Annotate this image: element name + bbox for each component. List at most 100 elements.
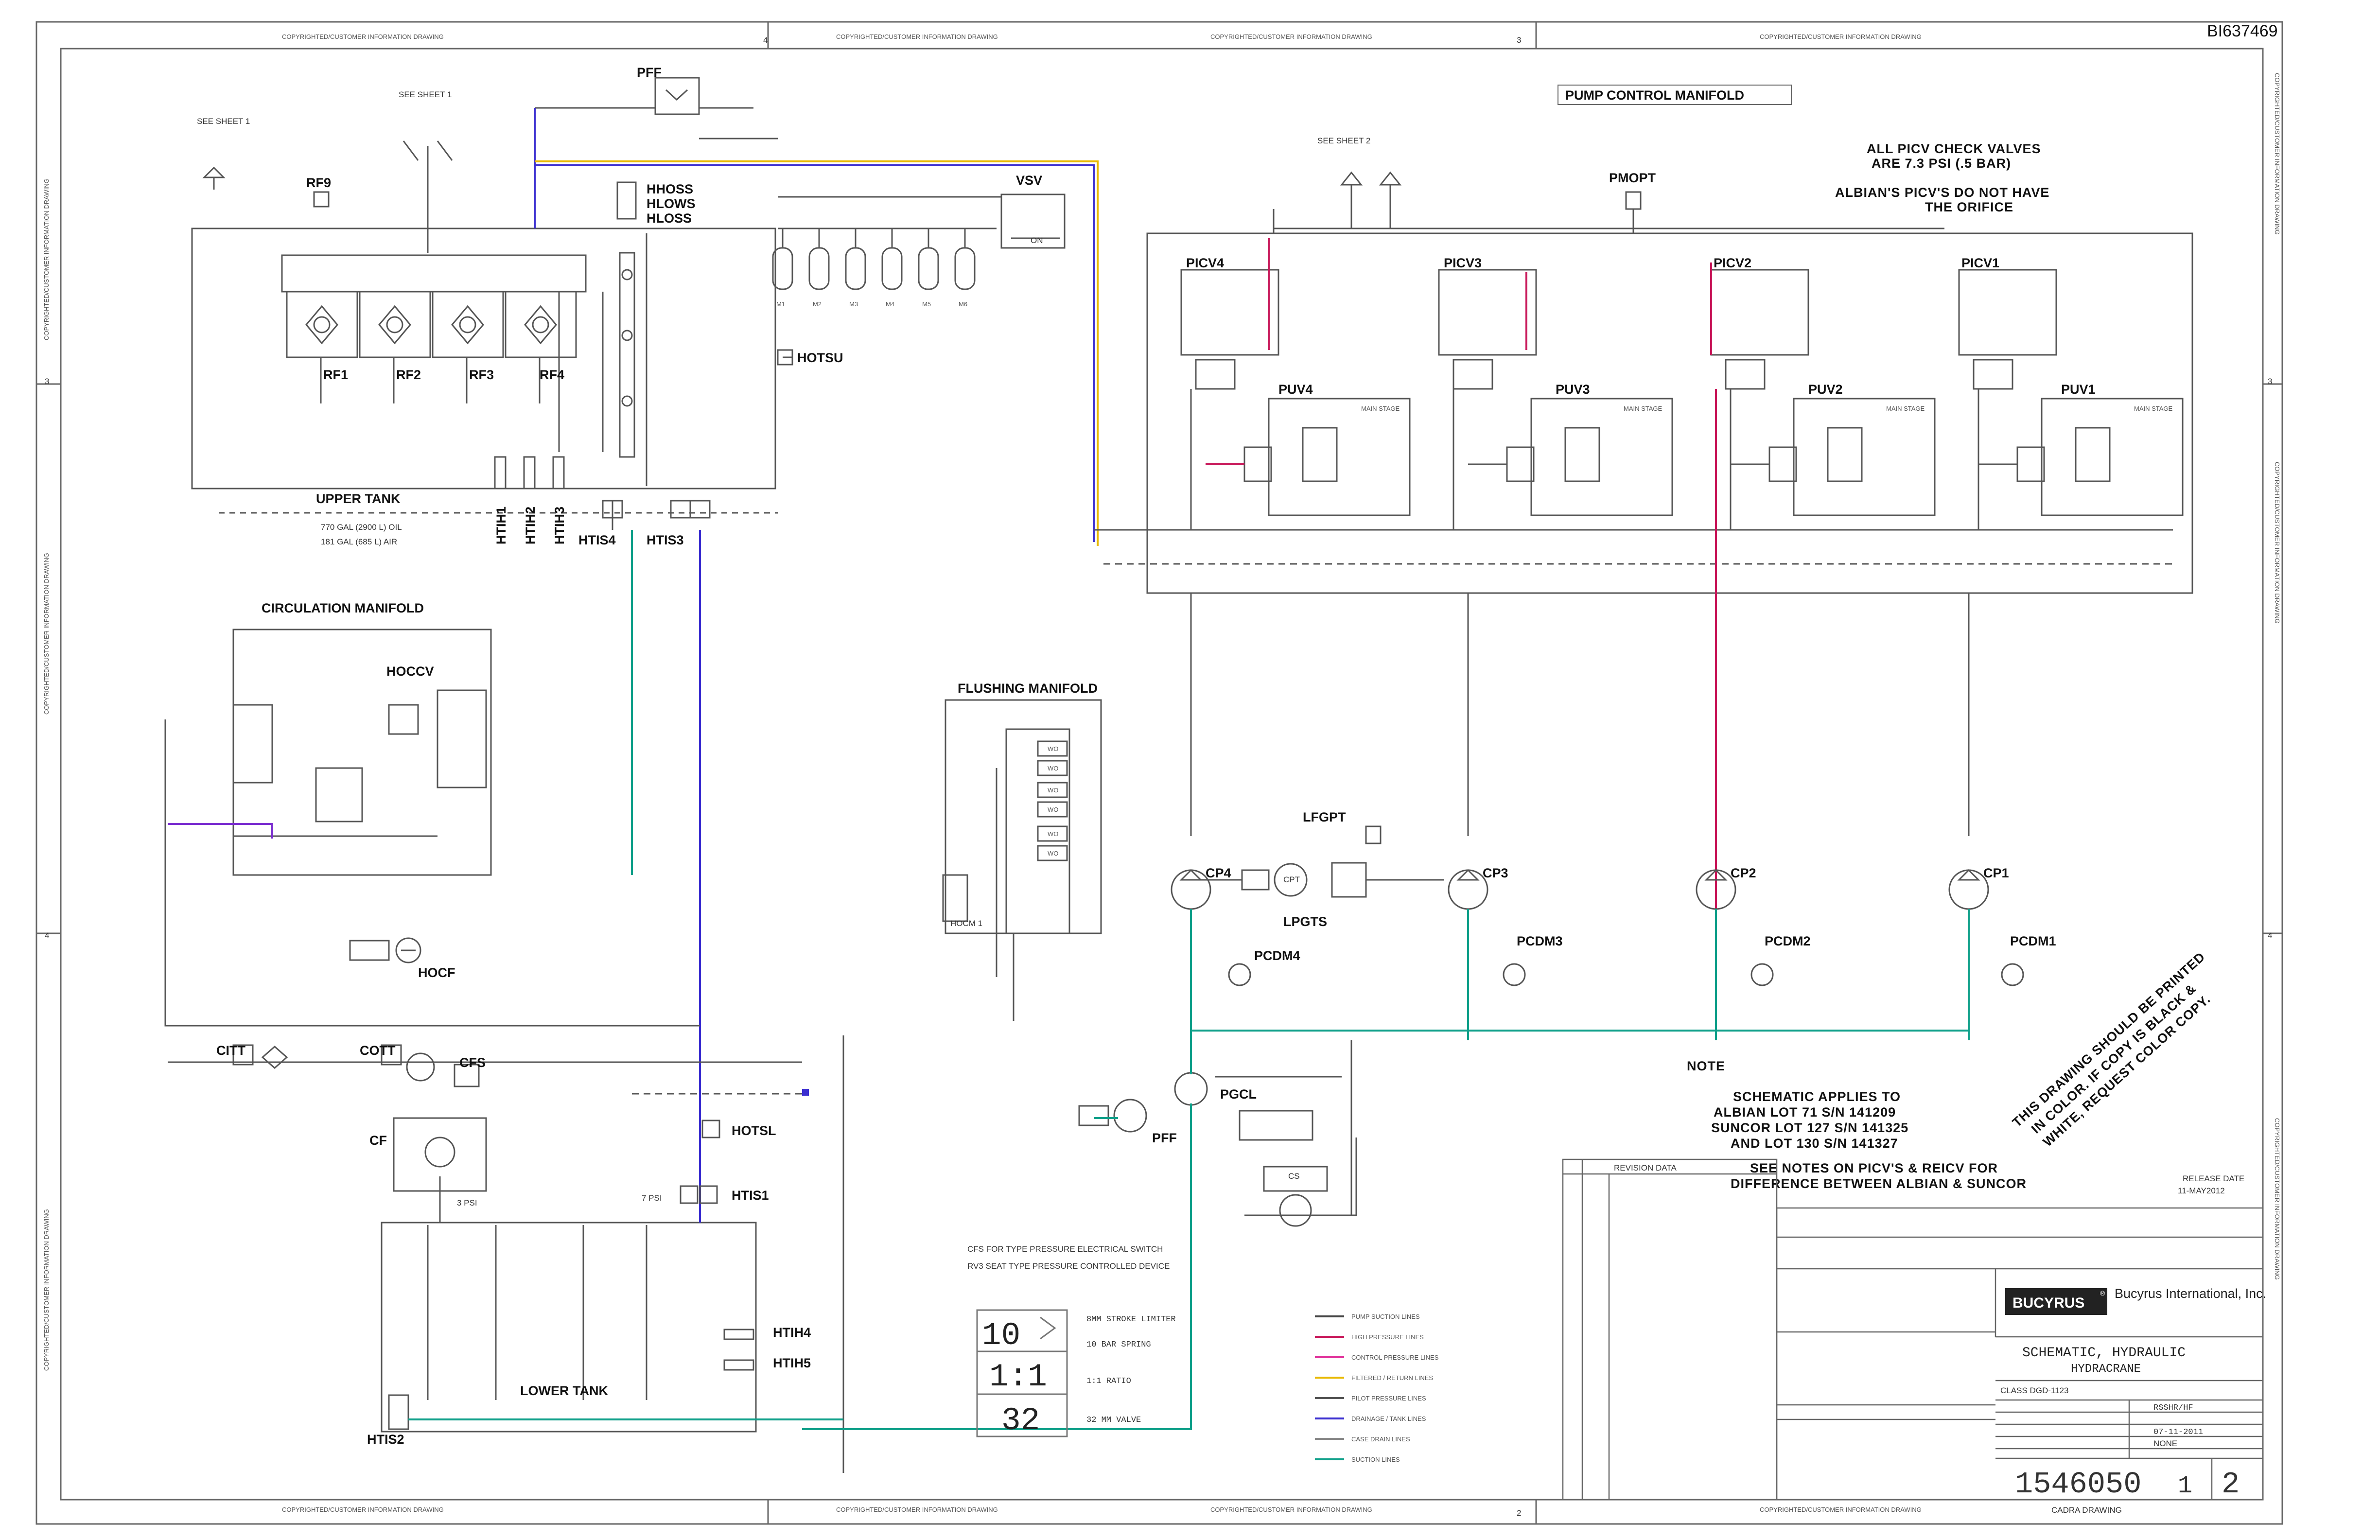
svg-text:HTIS4: HTIS4 [578,533,616,547]
svg-text:3: 3 [1517,35,1521,45]
svg-text:PUV4: PUV4 [1278,382,1313,397]
svg-text:3 PSI: 3 PSI [457,1198,477,1208]
pump-manifold-pressure-lines [1206,238,1717,1031]
svg-text:COPYRIGHTED/CUSTOMER INFORMATI: COPYRIGHTED/CUSTOMER INFORMATION DRAWING [282,33,444,40]
svg-text:REVISION DATA: REVISION DATA [1614,1163,1677,1172]
svg-text:PICV4: PICV4 [1186,256,1224,270]
svg-text:3: 3 [45,377,49,386]
lower-tank-tube-lines [408,1215,843,1420]
charge-pump-cpt [1274,863,1308,897]
puv2-block [1793,398,1936,516]
picv1-block [1958,269,2057,356]
svg-text:3: 3 [2268,377,2272,386]
svg-text:RSSHR/HF: RSSHR/HF [2153,1403,2193,1413]
accumulator-5 [918,247,939,290]
svg-text:M4: M4 [886,300,894,308]
svg-text:COPYRIGHTED/CUSTOMER INFORMATI: COPYRIGHTED/CUSTOMER INFORMATION DRAWING [43,553,50,715]
svg-text:CONTROL PRESSURE LINES: CONTROL PRESSURE LINES [1351,1354,1439,1361]
svg-text:4: 4 [763,35,768,45]
svg-text:RV3 SEAT TYPE PRESSURE CONTRO: RV3 SEAT TYPE PRESSURE CONTROLLED DEVICE [967,1261,1170,1271]
svg-text:HHOSS: HHOSS [647,182,693,196]
svg-text:CP4: CP4 [1206,866,1231,880]
drawing-id: BI637469 [2207,22,2278,40]
svg-text:M1: M1 [776,300,785,308]
puv3-block [1530,398,1673,516]
svg-text:HTIH2: HTIH2 [523,507,538,544]
drawing-border [35,21,2283,1525]
svg-text:COPYRIGHTED/CUSTOMER INFORMATI: COPYRIGHTED/CUSTOMER INFORMATION DRAWING [1760,1506,1922,1513]
svg-text:COPYRIGHTED/CUSTOMER INFORMATI: COPYRIGHTED/CUSTOMER INFORMATION DRAWING [1210,1506,1372,1513]
svg-text:HTIH3: HTIH3 [552,507,567,544]
svg-text:CP2: CP2 [1731,866,1756,880]
svg-text:COPYRIGHTED/CUSTOMER INFORMATI: COPYRIGHTED/CUSTOMER INFORMATION DRAWING [2274,1118,2281,1280]
svg-text:COTT: COTT [360,1043,396,1058]
svg-text:IN COLOR. IF COPY IS BLACK &: IN COLOR. IF COPY IS BLACK & [2029,981,2199,1137]
svg-text:ALL PICV CHECK VALVES: ALL PICV CHECK VALVES [1867,141,2041,156]
pump-manifold-labels: PUMP CONTROL MANIFOLD SEE SHEET 2 PMOPT … [1186,85,2173,412]
title-block-text: REVISION DATA RELEASE DATE 11-MAY2012 BU… [1614,1163,2266,1515]
svg-text:COPYRIGHTED/CUSTOMER INFORMATI: COPYRIGHTED/CUSTOMER INFORMATION DRAWING [836,1506,998,1513]
circulation-tube-lines [168,823,273,839]
svg-text:HIGH PRESSURE LINES: HIGH PRESSURE LINES [1351,1333,1424,1341]
svg-text:SEE SHEET 1: SEE SHEET 1 [197,117,250,126]
svg-text:7 PSI: 7 PSI [642,1193,662,1203]
svg-text:M2: M2 [813,300,822,308]
svg-text:2: 2 [2222,1467,2240,1502]
svg-text:PFF: PFF [1152,1131,1177,1145]
svg-text:HTIS3: HTIS3 [647,533,684,547]
bucyrus-logo: BUCYRUS ® [2005,1288,2107,1315]
title-block [1562,1158,2264,1501]
svg-text:8MM STROKE LIMITER: 8MM STROKE LIMITER [1086,1315,1176,1324]
svg-text:RF2: RF2 [396,368,421,382]
svg-text:HTIH4: HTIH4 [773,1325,811,1340]
svg-text:MAIN STAGE: MAIN STAGE [1886,405,1925,412]
svg-text:1546050: 1546050 [2015,1467,2141,1502]
svg-text:1:1 RATIO: 1:1 RATIO [1086,1377,1131,1386]
svg-text:CP1: CP1 [1983,866,2009,880]
svg-text:COPYRIGHTED/CUSTOMER INFORMATI: COPYRIGHTED/CUSTOMER INFORMATION DRAWING [43,178,50,340]
lower-area-labels: HOTSL HTIS1 HTIH4 HTIH5 LOWER TANK HTIS2… [367,1123,811,1447]
picv3-block [1438,269,1537,356]
svg-text:WO: WO [1048,850,1058,857]
svg-text:COPYRIGHTED/CUSTOMER INFORMATI: COPYRIGHTED/CUSTOMER INFORMATION DRAWING [1760,33,1922,40]
svg-text:10 BAR SPRING: 10 BAR SPRING [1086,1340,1151,1349]
upper-area-labels: SEE SHEET 1 SEE SHEET 1 RF9 RF1 RF2 RF3 … [197,65,1043,547]
svg-text:10: 10 [982,1317,1020,1354]
svg-text:PCDM3: PCDM3 [1517,934,1563,948]
svg-text:PCDM2: PCDM2 [1765,934,1811,948]
lower-tank-area [381,1089,809,1433]
picv2-block [1710,269,1809,356]
notes: NOTE SCHEMATIC APPLIES TO ALBIAN LOT 71 … [1687,949,2213,1191]
svg-text:SUNCOR LOT 127 S/N 141325: SUNCOR LOT 127 S/N 141325 [1711,1120,1908,1135]
svg-text:LFGPT: LFGPT [1303,810,1346,824]
svg-text:HOCF: HOCF [418,965,455,980]
svg-text:PUMP SUCTION LINES: PUMP SUCTION LINES [1351,1313,1420,1320]
svg-text:CPT: CPT [1283,875,1300,884]
svg-text:DIFFERENCE BETWEEN ALBIAN & SU: DIFFERENCE BETWEEN ALBIAN & SUNCOR [1731,1176,2027,1191]
svg-text:FILTERED / RETURN LINES: FILTERED / RETURN LINES [1351,1374,1433,1382]
svg-text:MAIN STAGE: MAIN STAGE [1361,405,1400,412]
pump-cp1 [1948,869,1989,910]
svg-text:RF4: RF4 [540,368,564,382]
svg-text:CP3: CP3 [1483,866,1508,880]
flushing-labels: FLUSHING MANIFOLD HOCM 1 WO WO WO WO WO … [950,681,1098,928]
svg-text:SEE SHEET 2: SEE SHEET 2 [1317,136,1370,145]
svg-text:CASE DRAIN LINES: CASE DRAIN LINES [1351,1435,1410,1443]
svg-text:PILOT PRESSURE LINES: PILOT PRESSURE LINES [1351,1395,1426,1402]
svg-text:07-11-2011: 07-11-2011 [2153,1428,2203,1437]
svg-text:HLOWS: HLOWS [647,196,696,211]
line-type-legend [1315,1315,1344,1460]
suction-manifold-lines [802,909,1970,1430]
svg-text:WO: WO [1048,787,1058,794]
border-captions: COPYRIGHTED/CUSTOMER INFORMATION DRAWING… [43,33,2281,1518]
svg-text:M3: M3 [849,300,858,308]
svg-text:4: 4 [2268,931,2272,940]
picv4-block [1180,269,1279,356]
svg-text:PUV2: PUV2 [1808,382,1843,397]
svg-text:SCHEMATIC, HYDRAULIC: SCHEMATIC, HYDRAULIC [2022,1346,2186,1361]
svg-text:ALBIAN LOT 71 S/N 141209: ALBIAN LOT 71 S/N 141209 [1714,1105,1896,1120]
svg-text:Bucyrus International, Inc.: Bucyrus International, Inc. [2115,1286,2266,1301]
svg-text:COPYRIGHTED/CUSTOMER INFORMATI: COPYRIGHTED/CUSTOMER INFORMATION DRAWING [43,1209,50,1371]
svg-text:M6: M6 [959,300,967,308]
